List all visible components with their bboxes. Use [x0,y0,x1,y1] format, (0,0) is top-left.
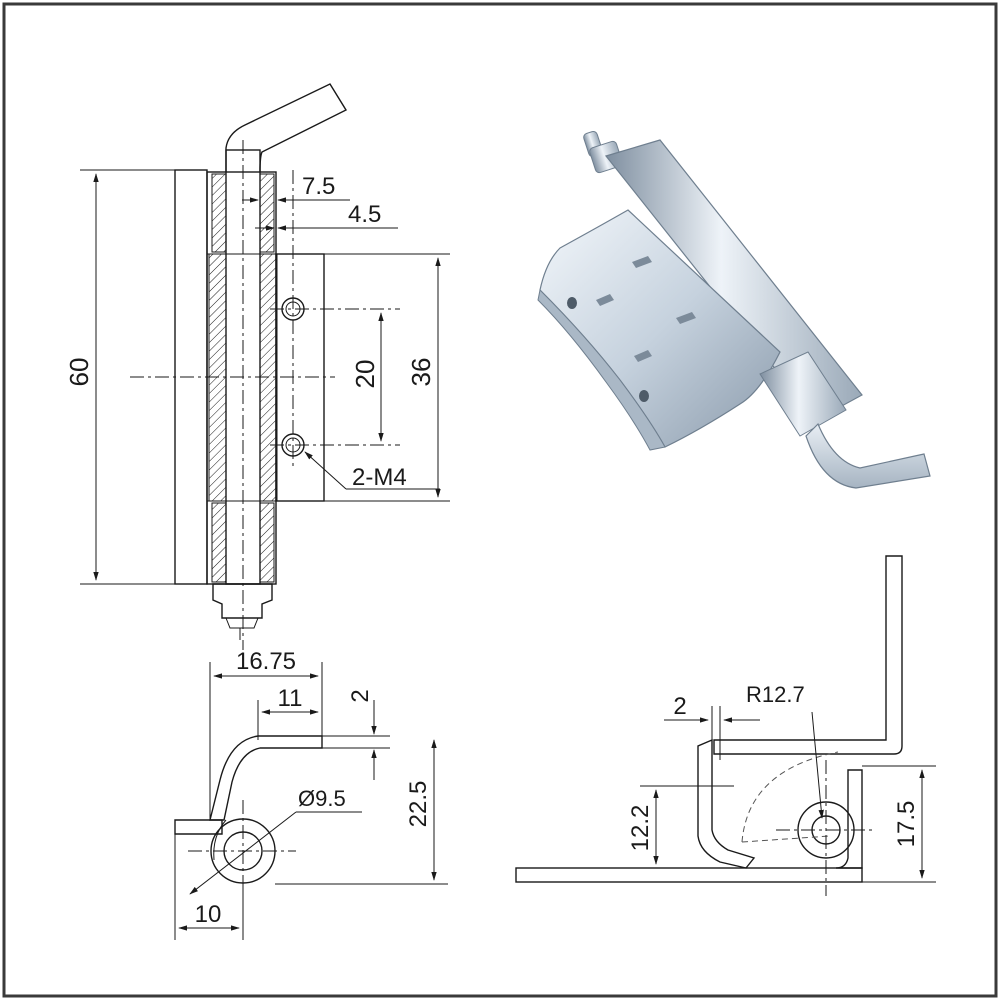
dim-leaf-height: 36 [406,358,436,387]
dim-pin-offset: 7.5 [302,173,335,200]
barrel-wall-right-low [259,502,275,583]
side-dim-bend: 11 [278,685,303,712]
install-dim-thickness: 2 [673,693,686,720]
dim-hole-spacing: 20 [350,360,380,389]
barrel-wall-right [259,173,275,253]
dim-wall: 4.5 [348,201,381,228]
barrel-wall-left [211,173,227,253]
side-view: 16.75 11 2 22.5 Ø9.5 10 [174,648,448,940]
install-hinge-profile [697,738,756,869]
installation-view: 2 R12.7 12.2 17.5 [515,555,936,896]
barrel-wall-left-low [211,502,227,583]
side-dim-thickness: 2 [347,689,374,702]
install-door-plate [713,555,903,755]
photo-pin-handle [805,422,931,489]
pin-tip [212,583,273,619]
hole-callout: 2-M4 [352,464,407,491]
side-dim-height: 22.5 [405,781,432,828]
dim-height-60: 60 [64,358,94,387]
side-dim-width: 16.75 [236,648,296,675]
front-view: 60 7.5 4.5 36 20 2-M4 [64,83,450,650]
install-dim-low: 12.2 [627,805,654,852]
install-base-plate [515,867,863,883]
install-dim-radius: R12.7 [746,682,805,707]
side-dim-base: 10 [195,901,222,928]
product-photo [537,130,931,489]
pin-handle [225,83,347,173]
side-dim-diameter: Ø9.5 [298,786,346,811]
install-dim-high: 17.5 [893,801,920,848]
